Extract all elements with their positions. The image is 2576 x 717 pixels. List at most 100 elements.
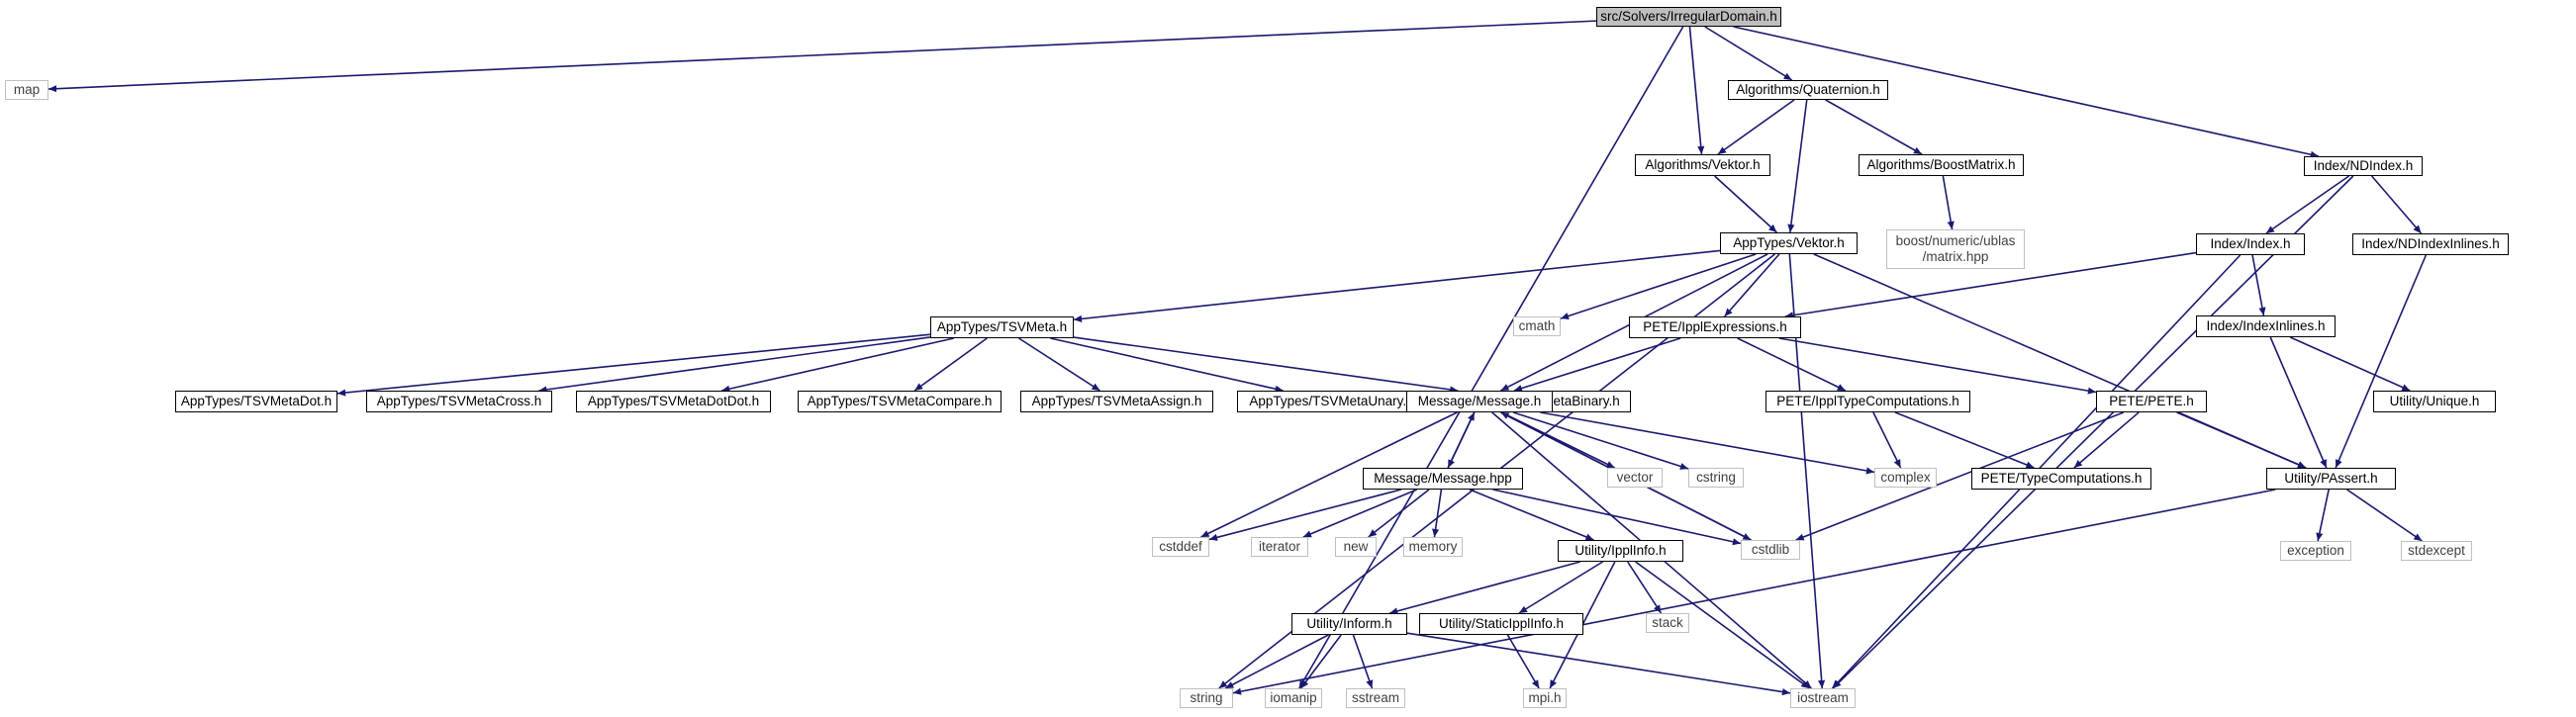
edge-tsvmeta-to-tsvcompare xyxy=(913,337,988,392)
edge-staticipplinfo-to-mpi xyxy=(1506,634,1540,689)
node-label: iomanip xyxy=(1270,690,1317,705)
header-node-indexinlines[interactable]: Index/IndexInlines.h xyxy=(2196,315,2336,337)
edge-messagehpp-to-messageh xyxy=(1447,411,1476,469)
system-header-node-cstring[interactable]: cstring xyxy=(1688,468,1744,488)
header-node-tsvmetacross[interactable]: AppTypes/TSVMetaCross.h xyxy=(366,391,552,412)
edge-peteh-to-cstdlib xyxy=(1795,411,2125,541)
edge-ippltypecomp-to-typecomp xyxy=(1894,411,2035,469)
system-header-node-ublas-matrix[interactable]: boost/numeric/ublas /matrix.hpp xyxy=(1886,229,2025,269)
edge-inform-to-sstream xyxy=(1352,634,1374,689)
header-node-pete[interactable]: PETE/PETE.h xyxy=(2096,391,2207,412)
header-node-tsvmetaassign[interactable]: AppTypes/TSVMetaAssign.h xyxy=(1020,391,1213,412)
system-header-node-exception[interactable]: exception xyxy=(2280,541,2351,561)
header-node-tsvmetacompare[interactable]: AppTypes/TSVMetaCompare.h xyxy=(798,391,1002,412)
system-header-node-cstddef[interactable]: cstddef xyxy=(1152,537,1209,557)
edge-root-to-iomanip xyxy=(1298,26,1684,689)
node-label: Algorithms/BoostMatrix.h xyxy=(1866,157,2016,172)
edge-ipplinfo-to-inform xyxy=(1389,561,1580,615)
node-label: Message/Message.hpp xyxy=(1374,471,1512,486)
edge-inform-to-iomanip xyxy=(1299,634,1342,689)
node-label: stack xyxy=(1652,615,1683,630)
system-header-node-vector[interactable]: vector xyxy=(1607,468,1663,488)
header-node-ippltypecomputations[interactable]: PETE/IpplTypeComputations.h xyxy=(1765,391,1970,412)
edge-tsvmeta-to-tsvdotdot xyxy=(721,337,954,393)
edge-ippltypecomp-to-complex xyxy=(1872,411,1902,469)
header-node-ipplinfo[interactable]: Utility/IpplInfo.h xyxy=(1558,540,1683,562)
system-header-node-iostream[interactable]: iostream xyxy=(1790,688,1856,708)
node-label: PETE/TypeComputations.h xyxy=(1980,471,2143,486)
node-label: Index/IndexInlines.h xyxy=(2206,318,2326,333)
header-node-unique[interactable]: Utility/Unique.h xyxy=(2373,391,2496,412)
node-label: Utility/PAssert.h xyxy=(2284,471,2378,486)
edge-ipplexpr-to-peteh xyxy=(1778,337,2097,395)
node-label: AppTypes/TSVMetaAssign.h xyxy=(1031,394,1202,408)
header-node-ipplexpressions[interactable]: PETE/IpplExpressions.h xyxy=(1629,316,1801,338)
node-label: cstdlib xyxy=(1751,542,1790,557)
edge-ipplinfo-to-staticipplinfo xyxy=(1518,561,1604,614)
header-node-boostmatrix[interactable]: Algorithms/BoostMatrix.h xyxy=(1859,154,2024,176)
header-node-typecomputations[interactable]: PETE/TypeComputations.h xyxy=(1971,468,2151,490)
header-node-apptypes-vektor[interactable]: AppTypes/Vektor.h xyxy=(1720,232,1858,254)
node-label: Index/NDIndexInlines.h xyxy=(2361,236,2500,251)
edge-tsvmeta-to-tsvbinary xyxy=(1073,336,1459,394)
header-node-index[interactable]: Index/Index.h xyxy=(2196,233,2305,255)
system-header-node-iterator[interactable]: iterator xyxy=(1251,537,1308,557)
node-label: Index/Index.h xyxy=(2210,236,2291,251)
edge-ipplexpr-to-ippltypecomp xyxy=(1737,337,1847,392)
node-label: new xyxy=(1343,539,1369,554)
system-header-node-complex[interactable]: complex xyxy=(1874,468,1937,488)
header-node-staticipplinfo[interactable]: Utility/StaticIpplInfo.h xyxy=(1419,613,1583,635)
header-node-tsvmetadotdot[interactable]: AppTypes/TSVMetaDotDot.h xyxy=(576,391,771,412)
edge-indexinlines-to-unique xyxy=(2289,336,2411,392)
system-header-node-sstream[interactable]: sstream xyxy=(1346,688,1405,708)
system-header-node-mpi[interactable]: mpi.h xyxy=(1523,688,1567,708)
edge-ndindex-to-index xyxy=(2265,175,2350,234)
node-label: sstream xyxy=(1351,690,1399,705)
node-label: Message/Message.h xyxy=(1417,394,1542,408)
node-label: map xyxy=(13,82,41,97)
node-label: AppTypes/TSVMetaUnary.h xyxy=(1249,394,1414,408)
header-node-algorithms-vektor[interactable]: Algorithms/Vektor.h xyxy=(1635,154,1770,176)
header-node-tsvmetadot[interactable]: AppTypes/TSVMetaDot.h xyxy=(175,391,337,412)
edge-messagehpp-to-ipplinfo xyxy=(1469,489,1594,541)
root-header-node[interactable]: src/Solvers/IrregularDomain.h xyxy=(1596,7,1781,27)
node-label: AppTypes/TSVMetaDot.h xyxy=(180,394,333,408)
node-label: vector xyxy=(1616,470,1654,485)
system-header-node-iomanip[interactable]: iomanip xyxy=(1265,688,1322,708)
edge-quaternion-to-boostmatrix xyxy=(1825,99,1923,155)
header-node-message-h[interactable]: Message/Message.h xyxy=(1406,391,1553,412)
edge-ipplinfo-to-stack xyxy=(1626,561,1663,614)
node-label: AppTypes/TSVMetaDotDot.h xyxy=(587,394,760,408)
node-label: mpi.h xyxy=(1528,690,1562,705)
system-header-node-cstdlib[interactable]: cstdlib xyxy=(1741,540,1800,560)
edge-messageh-to-cstddef xyxy=(1200,411,1458,538)
header-node-quaternion[interactable]: Algorithms/Quaternion.h xyxy=(1728,80,1888,100)
node-label: stdexcept xyxy=(2408,543,2465,558)
header-node-tsvmeta[interactable]: AppTypes/TSVMeta.h xyxy=(930,316,1074,338)
system-header-node-stdexcept[interactable]: stdexcept xyxy=(2401,541,2472,561)
edge-messagehpp-to-memory xyxy=(1432,489,1443,538)
edge-ndindexinlines-to-passert xyxy=(2335,254,2428,469)
system-header-node-cmath[interactable]: cmath xyxy=(1513,316,1561,336)
header-node-tsvmetaunary[interactable]: AppTypes/TSVMetaUnary.h xyxy=(1237,391,1426,412)
node-label: Utility/IpplInfo.h xyxy=(1574,543,1667,558)
system-header-node-map[interactable]: map xyxy=(5,80,48,100)
header-node-message-hpp[interactable]: Message/Message.hpp xyxy=(1363,468,1523,490)
system-header-node-memory[interactable]: memory xyxy=(1403,537,1463,557)
node-label: AppTypes/TSVMetaCross.h xyxy=(376,394,542,408)
header-node-ndindexinlines[interactable]: Index/NDIndexInlines.h xyxy=(2352,233,2509,255)
edge-peteh-to-typecomp xyxy=(2073,411,2140,469)
edge-root-to-ndindex xyxy=(1733,26,2320,158)
header-node-inform[interactable]: Utility/Inform.h xyxy=(1291,613,1407,635)
system-header-node-new[interactable]: new xyxy=(1335,537,1377,557)
edge-index-to-indexinlines xyxy=(2251,254,2266,316)
system-header-node-string[interactable]: string xyxy=(1180,688,1233,708)
header-node-ndindex[interactable]: Index/NDIndex.h xyxy=(2304,156,2423,176)
node-label: Algorithms/Vektor.h xyxy=(1645,157,1761,172)
system-header-node-stack[interactable]: stack xyxy=(1646,613,1689,633)
node-label: PETE/PETE.h xyxy=(2109,394,2194,408)
node-label: iostream xyxy=(1797,690,1849,705)
node-label: memory xyxy=(1408,539,1458,554)
header-node-passert[interactable]: Utility/PAssert.h xyxy=(2266,468,2396,490)
edge-appvektor-to-tsvmeta xyxy=(1073,249,1721,322)
